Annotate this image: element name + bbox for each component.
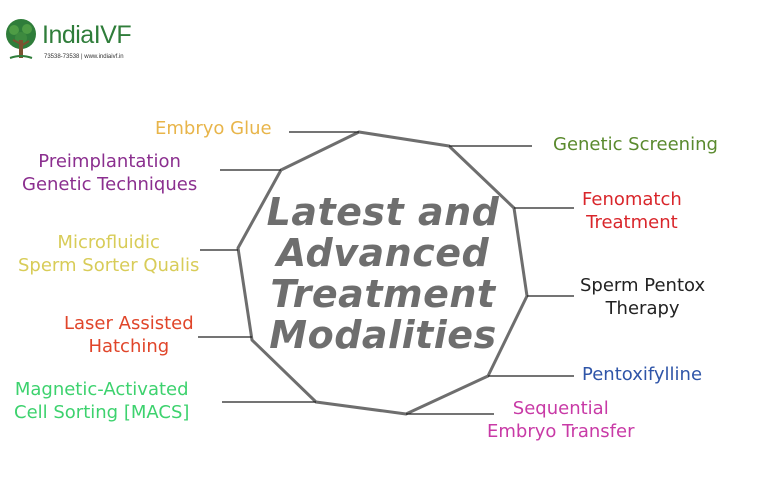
label-line: Genetic Techniques (22, 174, 198, 195)
center-title-line: Modalities (269, 313, 497, 357)
logo: IndiaIVF 73538-73538 | www.indiaivf.in (2, 18, 152, 64)
label-line: Hatching (88, 336, 170, 357)
label-macs: Magnetic-Activated Cell Sorting [MACS] (14, 378, 189, 424)
label-line: Magnetic-Activated (14, 379, 189, 400)
logo-name: IndiaIVF (42, 21, 132, 49)
label-genetic-screening: Genetic Screening (553, 133, 718, 156)
logo-contact: 73538-73538 | www.indiaivf.in (44, 54, 124, 60)
connector-lines (198, 131, 574, 415)
label-line: Sequential (512, 398, 609, 419)
label-line: Genetic Screening (553, 134, 718, 155)
label-line: Treatment (586, 212, 678, 233)
label-line: Therapy (605, 298, 680, 319)
label-line: Preimplantation (38, 151, 181, 172)
label-line: Sperm Pentox (580, 275, 706, 296)
label-line: Laser Assisted (64, 313, 194, 334)
label-fenomatch: Fenomatch Treatment (582, 188, 682, 234)
label-line: Microfluidic (57, 232, 160, 253)
label-sequential: Sequential Embryo Transfer (487, 397, 635, 443)
label-line: Embryo Transfer (487, 421, 635, 442)
label-laser-assisted: Laser Assisted Hatching (64, 312, 194, 358)
label-line: Pentoxifylline (582, 364, 703, 385)
label-pentoxifylline: Pentoxifylline (582, 363, 702, 386)
label-preimplantation: Preimplantation Genetic Techniques (22, 150, 197, 196)
label-line: Embryo Glue (155, 118, 272, 139)
center-title-line: Latest and (266, 190, 500, 234)
label-line: Fenomatch (582, 189, 682, 210)
label-embryo-glue: Embryo Glue (155, 117, 272, 140)
center-title: Latest and Advanced Treatment Modalities (238, 192, 528, 356)
label-line: Cell Sorting [MACS] (14, 402, 190, 423)
label-line: Sperm Sorter Qualis (18, 255, 200, 276)
label-microfluidic: Microfluidic Sperm Sorter Qualis (18, 231, 199, 277)
tree-icon (6, 19, 36, 59)
center-title-line: Treatment (270, 272, 496, 316)
label-sperm-pentox: Sperm Pentox Therapy (580, 274, 705, 320)
center-title-line: Advanced (276, 231, 490, 275)
